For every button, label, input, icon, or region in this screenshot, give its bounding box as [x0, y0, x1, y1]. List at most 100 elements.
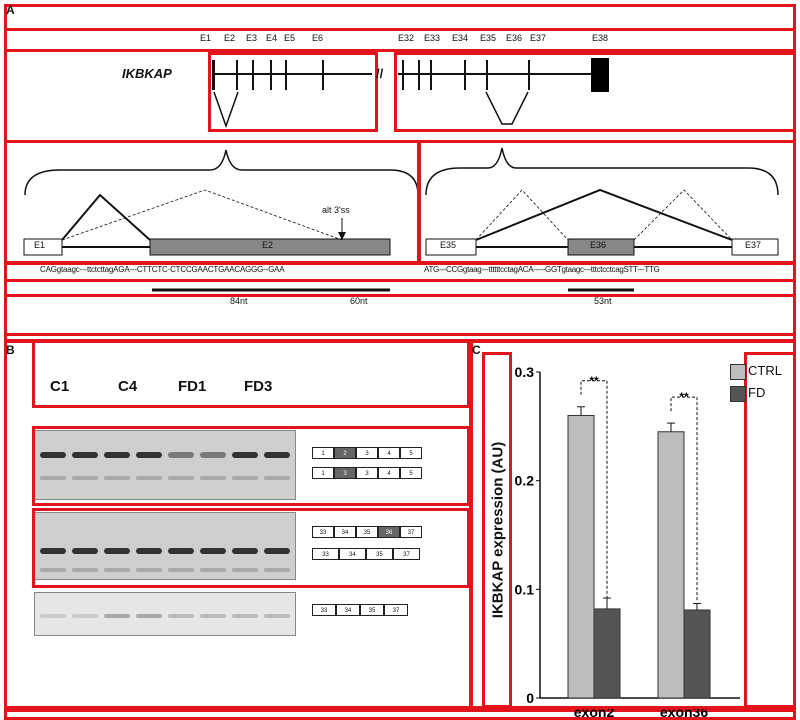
- bar-fd-exon2: [593, 608, 621, 699]
- brace-right: [425, 147, 779, 196]
- legend-swatch-fd: [730, 386, 746, 402]
- gel-band: [136, 476, 162, 480]
- gel-band: [72, 568, 98, 572]
- gel-band: [72, 452, 98, 458]
- bar-fd-exon36: [683, 609, 711, 699]
- gel-band: [72, 548, 98, 554]
- gel-band: [264, 614, 290, 618]
- legend-swatch-ctrl: [730, 364, 746, 380]
- brace-left: [24, 149, 419, 196]
- lane-label-c4: C4: [118, 378, 138, 395]
- gel-band: [104, 568, 130, 572]
- exon-box: 34: [334, 526, 356, 538]
- exon-label-row: [4, 28, 796, 52]
- gel-band: [168, 548, 194, 554]
- length-84: 84nt: [230, 296, 248, 306]
- gel-band: [200, 476, 226, 480]
- exon-box: 2: [334, 447, 356, 459]
- exon-box: 34: [336, 604, 360, 616]
- gel-band: [40, 568, 66, 572]
- exon-label-e38: E38: [592, 33, 609, 43]
- exon-box: 33: [312, 526, 334, 538]
- gel-band: [232, 548, 258, 554]
- exon-label-e35: E35: [480, 33, 497, 43]
- exon-box: 1: [312, 447, 334, 459]
- sequence-row: [4, 262, 796, 282]
- gel-band: [40, 452, 66, 458]
- zoom-left-exon1: E1: [34, 240, 46, 250]
- y-tick-label: 0.3: [515, 364, 535, 380]
- zoom-right-exon2: E36: [590, 240, 607, 250]
- gel-band: [104, 548, 130, 554]
- exon-label-e5: E5: [284, 33, 296, 43]
- zoom-left-exon2: E2: [262, 240, 274, 250]
- exon-label-e33: E33: [424, 33, 441, 43]
- exon-label-e3: E3: [246, 33, 258, 43]
- gel-band: [136, 568, 162, 572]
- zoom-right-exon3: E37: [745, 240, 762, 250]
- gel-row-frame-1: [32, 426, 470, 506]
- y-tick-label: 0: [526, 690, 534, 706]
- zoom-left-frame: [4, 140, 420, 264]
- exon-label-e6: E6: [312, 33, 324, 43]
- exon-box: 1: [312, 467, 334, 479]
- panel-c-label: C: [472, 343, 481, 357]
- gel-band: [232, 476, 258, 480]
- gel-band: [40, 548, 66, 554]
- zoom-left-diagram: [23, 189, 391, 256]
- gel-band: [40, 476, 66, 480]
- exon-box: 34: [339, 548, 366, 560]
- exon-box: 5: [400, 447, 422, 459]
- length-53: 53nt: [594, 296, 612, 306]
- exon-box: 33: [312, 548, 339, 560]
- y-tick-label: 0.2: [515, 473, 535, 489]
- gene-structure: [23, 58, 779, 292]
- gel-band: [264, 568, 290, 572]
- gel-band: [168, 452, 194, 458]
- gel-band: [104, 614, 130, 618]
- significance-label: **: [589, 374, 599, 388]
- break-mark: //: [376, 66, 384, 81]
- gel-band: [136, 614, 162, 618]
- zoom-right-frame: [418, 140, 796, 264]
- y-tick-label: 0.1: [515, 581, 535, 597]
- exon-box: 37: [400, 526, 422, 538]
- zoom-right-diagram: [425, 188, 779, 256]
- gel-band: [264, 476, 290, 480]
- exon-label-e1: E1: [200, 33, 212, 43]
- bar-chart: 00.10.20.3**exon2**exon36: [515, 364, 740, 720]
- panel-a-label: A: [6, 3, 15, 17]
- alt-3ss-label: alt 3'ss: [322, 205, 350, 215]
- exon-label-e32: E32: [398, 33, 415, 43]
- exon-box: 37: [393, 548, 420, 560]
- sequence-right: ATG---CCGgtaag---ttttttcctagACA-----GGTg…: [424, 265, 660, 274]
- gel-band: [232, 614, 258, 618]
- significance-label: **: [679, 390, 689, 404]
- lane-labels-row: [32, 340, 470, 408]
- gene-region-left: [208, 52, 378, 132]
- exon-box: 3: [356, 447, 378, 459]
- lane-label-fd3: FD3: [244, 378, 273, 395]
- exon-box: 3: [334, 467, 356, 479]
- gel-image-1: [34, 430, 296, 500]
- gel-band: [104, 476, 130, 480]
- significance-bracket: [670, 396, 698, 602]
- gel-band: [168, 614, 194, 618]
- gel-band: [72, 614, 98, 618]
- bottom-strip: [4, 706, 796, 720]
- exon-box: 4: [378, 467, 400, 479]
- panel-b-label: B: [6, 343, 15, 357]
- gel-band: [200, 548, 226, 554]
- exon-label-e34: E34: [452, 33, 469, 43]
- gel-band: [72, 476, 98, 480]
- exon-box: 35: [360, 604, 384, 616]
- bar-ctrl-exon36: [657, 431, 685, 699]
- gene-left-track: [212, 60, 372, 129]
- exon-label-e2: E2: [224, 33, 236, 43]
- bar-ctrl-exon2: [567, 414, 595, 699]
- exon-label-e4: E4: [266, 33, 278, 43]
- exon-box: 33: [312, 604, 336, 616]
- gene-name: IKBKAP: [122, 66, 172, 81]
- gel-band: [168, 476, 194, 480]
- exon-box: 35: [366, 548, 393, 560]
